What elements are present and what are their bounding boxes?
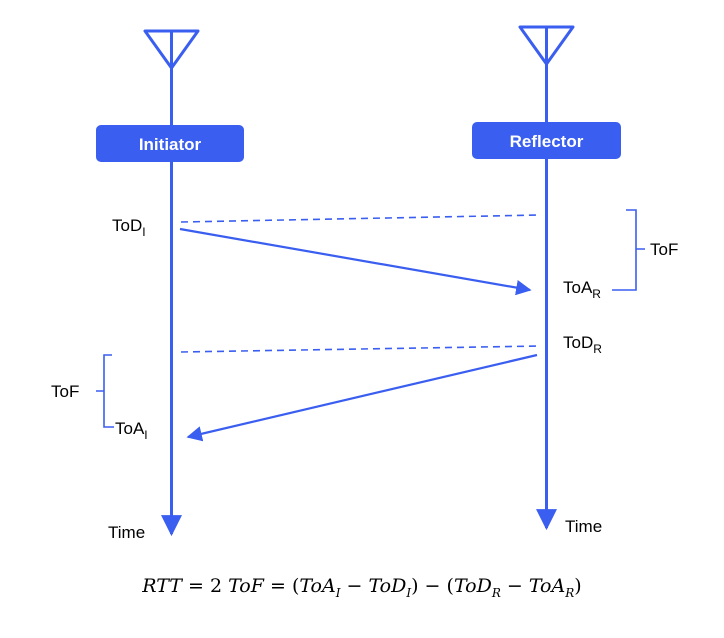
tod-initiator-label: ToDI: [112, 216, 146, 239]
signal-arrow-reflector-to-initiator: [186, 353, 538, 442]
signal-arrow-initiator-to-reflector: [179, 227, 532, 296]
toa-initiator-label: ToAI: [115, 419, 148, 442]
antenna-icon-reflector: [518, 25, 575, 122]
reflector-label: Reflector: [510, 132, 584, 151]
tof-label-left: ToF: [51, 382, 79, 401]
time-label-reflector: Time: [565, 517, 602, 536]
time-label-initiator: Time: [108, 523, 145, 542]
tof-bracket-left: [96, 354, 114, 428]
reflector-node: Reflector: [472, 122, 621, 159]
dashed-reference-line-upper: [180, 214, 541, 223]
tod-reflector-label: ToDR: [563, 333, 602, 356]
antenna-icon-initiator: [143, 29, 200, 125]
toa-reflector-label: ToAR: [563, 278, 601, 301]
initiator-label: Initiator: [139, 135, 202, 154]
dashed-reference-line-lower: [180, 345, 541, 353]
tof-bracket-right: [612, 209, 645, 291]
tof-label-right: ToF: [650, 240, 678, 259]
initiator-node: Initiator: [96, 125, 244, 162]
rtt-equation: RTT = 2 ToF = (ToAI − ToDI) − (ToDR − To…: [141, 575, 581, 600]
